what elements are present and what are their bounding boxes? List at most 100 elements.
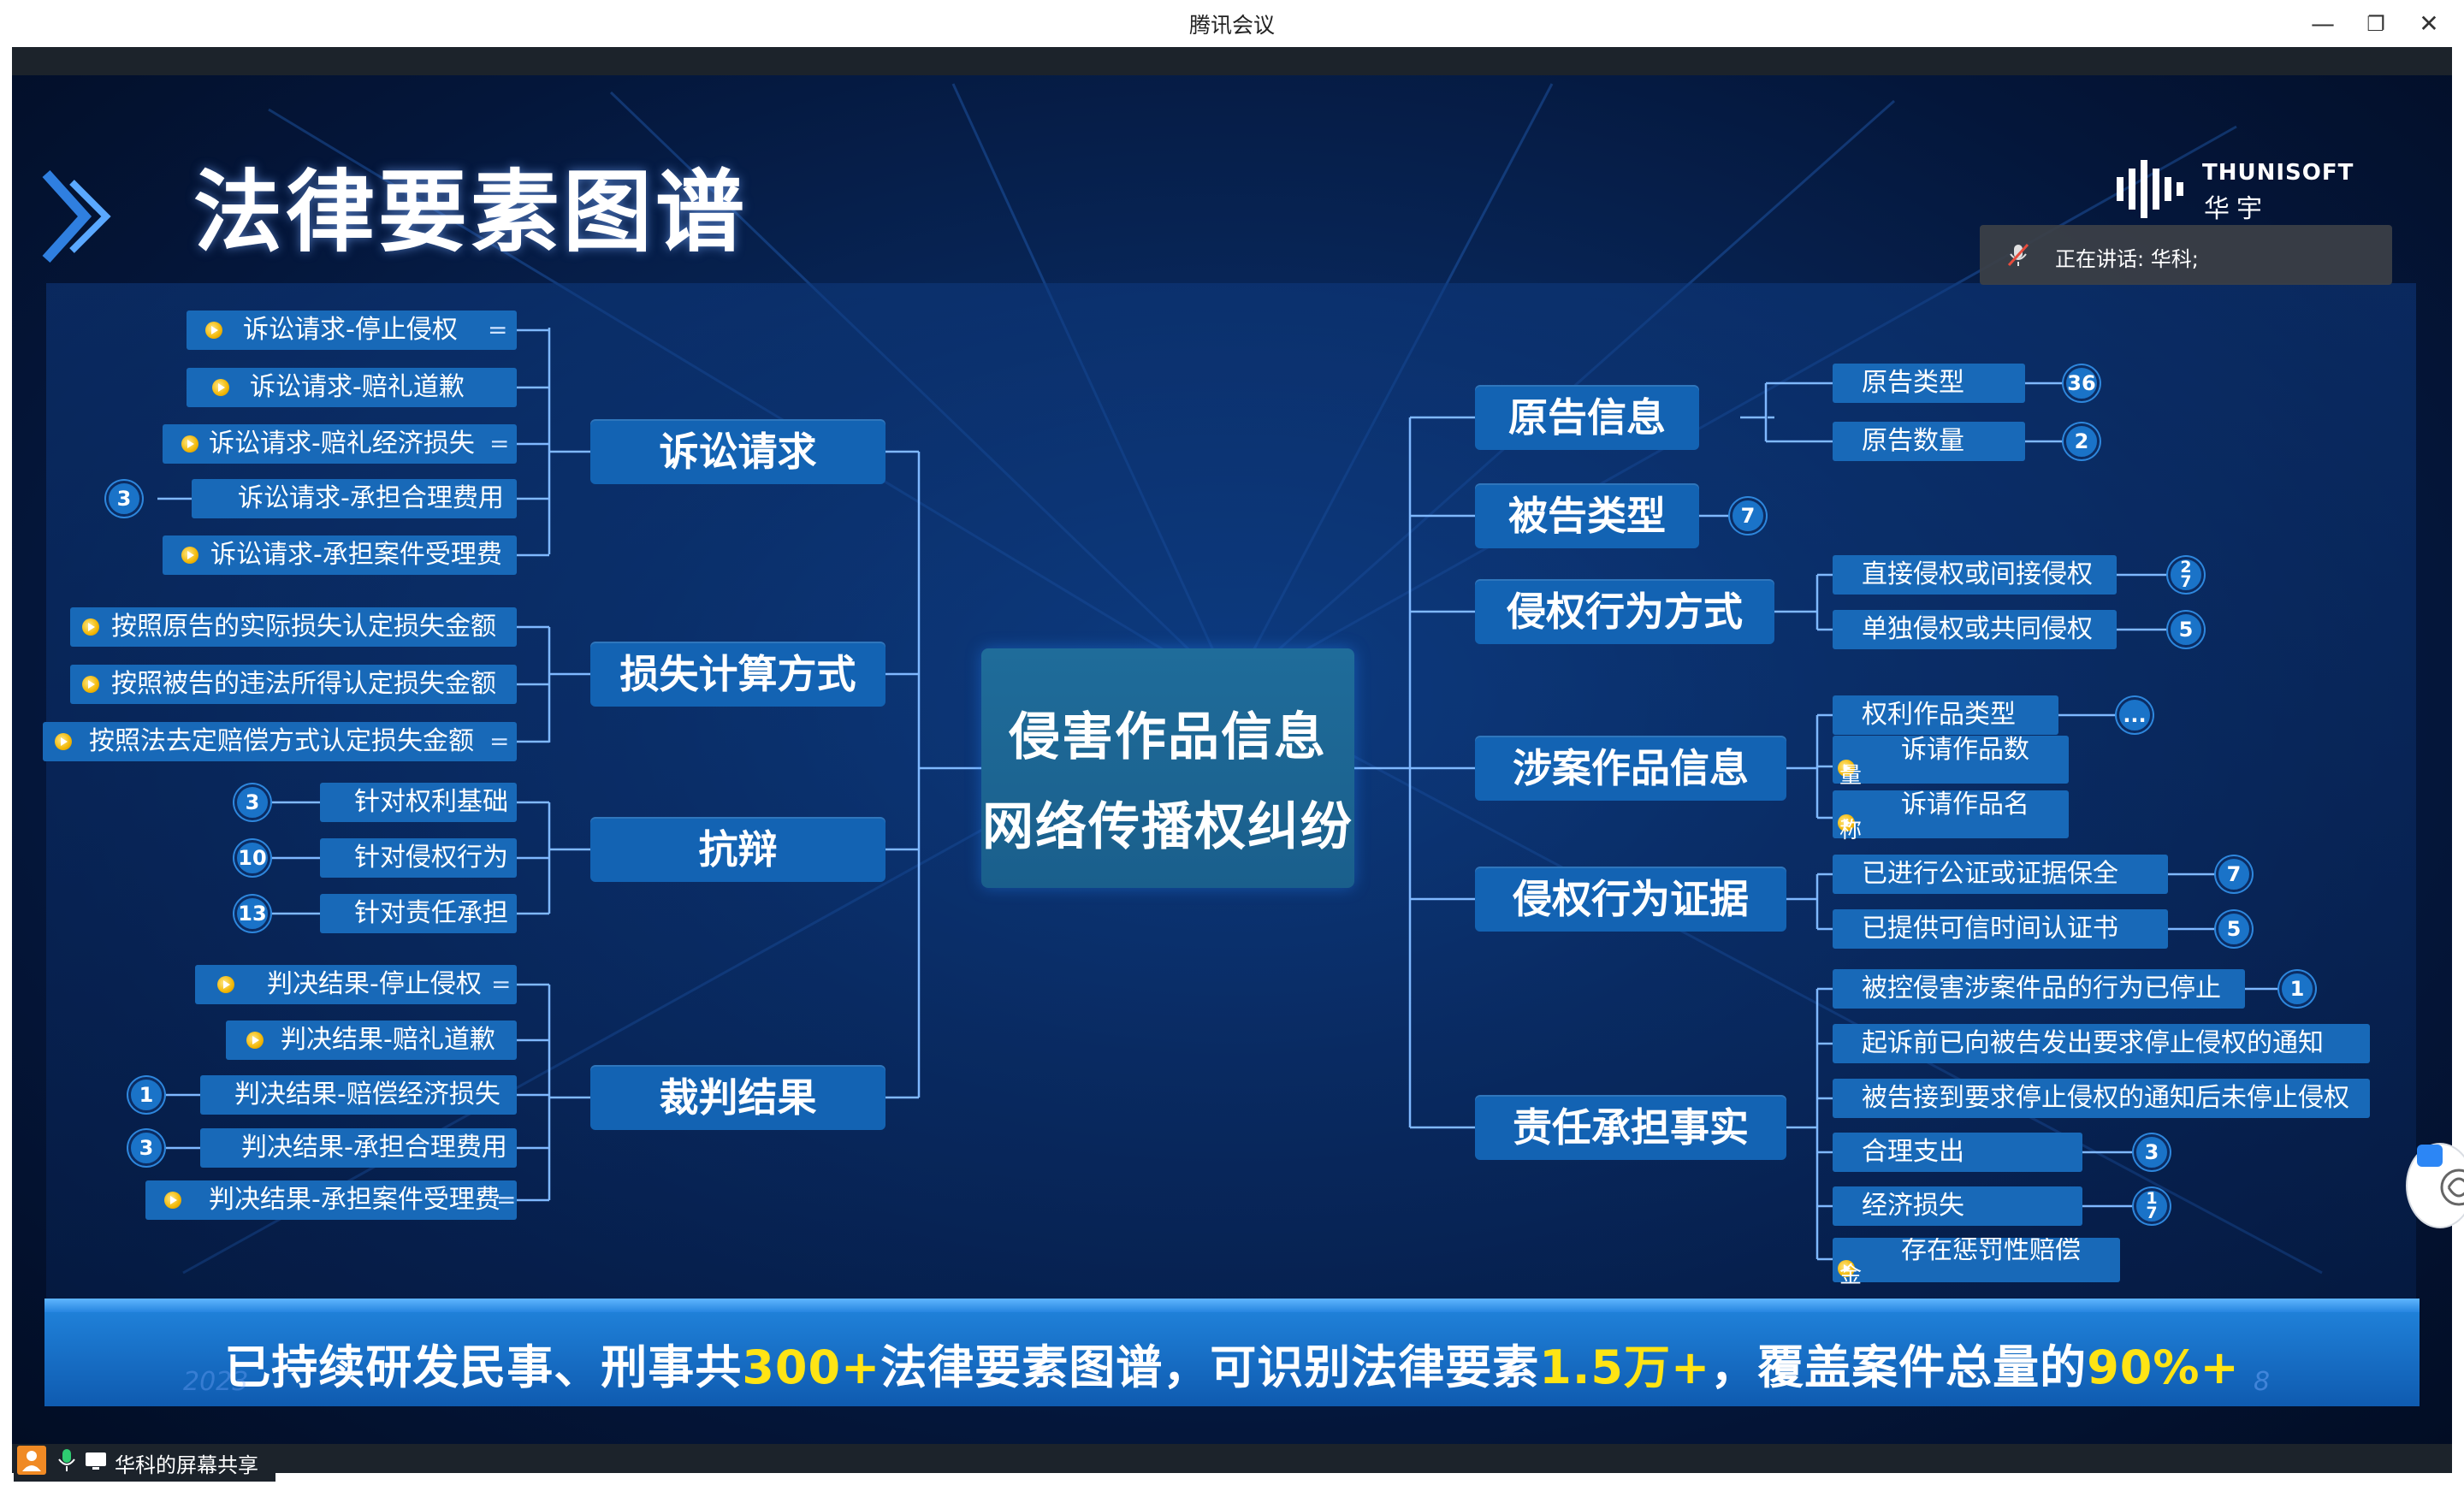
banner-ledge bbox=[44, 1299, 2420, 1314]
leaf-notice-sent: 起诉前已向被告发出要求停止侵权的通知 bbox=[1833, 1024, 2370, 1063]
leaf-label: 单独侵权或共同侵权 bbox=[1862, 614, 2093, 644]
leaf-label: 诉讼请求-赔礼道歉 bbox=[250, 372, 465, 402]
slide-year-watermark: 2023 bbox=[183, 1367, 249, 1397]
center-node: 侵害作品信息 网络传播权纠纷 bbox=[981, 648, 1354, 888]
bullet-icon bbox=[1838, 760, 1855, 777]
leaf-label: 原告数量 bbox=[1862, 426, 1964, 456]
leaf-label: 诉讼请求-承担案件受理费 bbox=[210, 540, 502, 570]
bullet-icon bbox=[181, 547, 198, 564]
leaf-apology: 诉讼请求-赔礼道歉 bbox=[187, 368, 517, 407]
leaf-label: 按照被告的违法所得认定损失金额 bbox=[111, 669, 496, 699]
leaf-label: 已提供可信时间认证书 bbox=[1862, 914, 2118, 944]
leaf-eq-mark: = bbox=[489, 429, 510, 458]
logo-text-en: THUNISOFT bbox=[2202, 160, 2354, 186]
more-badge[interactable]: ... bbox=[2117, 697, 2153, 733]
leaf-work-count: 诉请作品数 bbox=[1833, 736, 2069, 784]
bottom-strip bbox=[12, 1444, 2452, 1473]
leaf-liability: 针对责任承担 bbox=[320, 894, 517, 933]
leaf-label: 判决结果-承担案件受理费 bbox=[209, 1185, 500, 1215]
branch-work-info: 涉案作品信息 bbox=[1475, 736, 1786, 801]
leaf-label: 按照原告的实际损失认定损失金额 bbox=[111, 612, 496, 642]
branch-defense: 抗辩 bbox=[590, 817, 886, 882]
leaf-label: 判决结果-承担合理费用 bbox=[241, 1133, 507, 1163]
count-badge: 1 bbox=[2279, 971, 2315, 1007]
shared-screen-slide: 法律要素图谱 THUNISOFT 华宇 bbox=[12, 75, 2452, 1444]
banner-part: 已持续研发民事、刑事共 bbox=[224, 1340, 743, 1394]
leaf-label: 合理支出 bbox=[1862, 1137, 1964, 1167]
leaf-act-stopped: 被控侵害涉案件品的行为已停止 bbox=[1833, 969, 2245, 1009]
leaf-economic-loss: 诉讼请求-赔礼经济损失 = bbox=[163, 424, 517, 464]
branch-litigation-request: 诉讼请求 bbox=[590, 419, 886, 484]
leaf-judgment-fee: 判决结果-承担案件受理费 = bbox=[145, 1180, 517, 1220]
bullet-icon bbox=[217, 976, 234, 993]
branch-plaintiff-info: 原告信息 bbox=[1475, 385, 1699, 450]
thunisoft-logo-icon bbox=[2117, 160, 2183, 218]
title-bar: 腾讯会议 — ❐ ✕ bbox=[0, 0, 2464, 47]
leaf-label: 针对权利基础 bbox=[354, 787, 508, 817]
leaf-label: 直接侵权或间接侵权 bbox=[1862, 559, 2093, 589]
leaf-label: 按照法去定赔偿方式认定损失金额 bbox=[89, 726, 474, 756]
center-title-line1: 侵害作品信息 bbox=[1009, 707, 1327, 767]
mic-icon bbox=[58, 1449, 75, 1471]
bullet-icon bbox=[205, 322, 222, 339]
leaf-stop-infringement: 诉讼请求-停止侵权 = bbox=[187, 311, 517, 350]
leaf-label: 判决结果-停止侵权 bbox=[267, 969, 482, 999]
leaf-label: 被控侵害涉案件品的行为已停止 bbox=[1862, 973, 2221, 1003]
leaf-notarized: 已进行公证或证据保全 bbox=[1833, 855, 2168, 894]
leaf-wrap-char: 金 bbox=[1839, 1263, 1863, 1288]
banner-text: 已持续研发民事、刑事共300+法律要素图谱，可识别法律要素1.5万+，覆盖案件总… bbox=[44, 1329, 2420, 1397]
leaf-judgment-cost: 判决结果-承担合理费用 bbox=[200, 1128, 517, 1168]
leaf-label: 原告类型 bbox=[1862, 368, 1964, 398]
screen-share-label[interactable]: 华科的屏幕共享 bbox=[14, 1444, 275, 1482]
leaf-judgment-economic: 判决结果-赔偿经济损失 bbox=[200, 1075, 517, 1115]
person-icon bbox=[22, 1451, 41, 1471]
minimize-button[interactable]: — bbox=[2311, 9, 2335, 38]
ai-assistant-icon bbox=[2440, 1168, 2464, 1206]
bullet-icon bbox=[82, 676, 99, 693]
count-badge: 7 bbox=[1730, 498, 1766, 534]
slide-title: 法律要素图谱 bbox=[193, 160, 749, 264]
banner-highlight: 90%+ bbox=[2087, 1340, 2240, 1394]
leaf-label: 诉请作品数 bbox=[1901, 736, 2029, 765]
count-badge: 3 bbox=[234, 784, 270, 820]
leaf-label: 存在惩罚性赔偿 bbox=[1901, 1238, 2081, 1265]
share-label-text: 华科的屏幕共享 bbox=[115, 1453, 258, 1477]
leaf-wrap-char: 量 bbox=[1839, 763, 1863, 789]
window-border-right bbox=[2452, 47, 2464, 1485]
mic-muted-icon bbox=[2007, 243, 2029, 267]
leaf-eq-mark: = bbox=[489, 727, 510, 755]
count-badge: 3 bbox=[106, 481, 142, 517]
bullet-icon bbox=[82, 618, 99, 636]
count-badge: 3 bbox=[128, 1130, 164, 1166]
leaf-work-name: 诉请作品名 bbox=[1833, 790, 2069, 838]
count-badge: 5 bbox=[2216, 911, 2252, 947]
bullet-icon bbox=[181, 435, 198, 453]
banner-part: ，覆盖案件总量的 bbox=[1710, 1340, 2088, 1394]
count-badge: 2 bbox=[2064, 423, 2100, 459]
leaf-eq-mark: = bbox=[488, 316, 508, 344]
count-badge: 7 bbox=[2216, 856, 2252, 892]
close-button[interactable]: ✕ bbox=[2419, 9, 2439, 38]
branch-infringement-mode: 侵权行为方式 bbox=[1475, 579, 1774, 644]
branch-infringement-evidence: 侵权行为证据 bbox=[1475, 867, 1786, 932]
widget-badge-icon bbox=[2417, 1145, 2443, 1167]
leaf-wrap-char: 称 bbox=[1839, 818, 1863, 843]
count-badge: 2 7 bbox=[2168, 557, 2204, 593]
leaf-case-fee: 诉讼请求-承担案件受理费 bbox=[163, 535, 517, 575]
bullet-icon bbox=[1838, 1260, 1855, 1277]
leaf-plaintiff-count: 原告数量 bbox=[1833, 422, 2025, 461]
banner-highlight: 1.5万+ bbox=[1539, 1340, 1711, 1394]
leaf-direct-indirect: 直接侵权或间接侵权 bbox=[1833, 555, 2117, 595]
banner-highlight: 300+ bbox=[742, 1340, 881, 1394]
window-border-left bbox=[0, 47, 12, 1485]
leaf-single-joint: 单独侵权或共同侵权 bbox=[1833, 610, 2117, 649]
leaf-plaintiff-loss: 按照原告的实际损失认定损失金额 bbox=[70, 607, 517, 647]
leaf-label: 针对侵权行为 bbox=[354, 843, 508, 873]
leaf-rights-basis: 针对权利基础 bbox=[320, 783, 517, 822]
leaf-infringing-act: 针对侵权行为 bbox=[320, 838, 517, 878]
maximize-button[interactable]: ❐ bbox=[2366, 12, 2385, 36]
count-badge: 10 bbox=[234, 840, 270, 876]
bullet-icon bbox=[212, 379, 229, 396]
thunisoft-logo: THUNISOFT 华宇 bbox=[2110, 157, 2366, 225]
